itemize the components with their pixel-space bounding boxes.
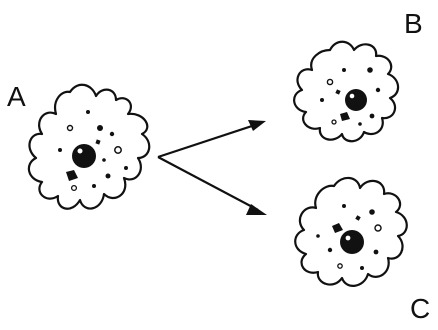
division-arrows — [157, 120, 267, 215]
cell-b-nucleus — [345, 89, 367, 111]
label-c: C — [410, 293, 431, 324]
cell-c-nucleus — [340, 230, 364, 254]
cell-a-membrane — [27, 83, 151, 210]
cell-c-membrane — [294, 176, 408, 287]
arrow-to-b — [157, 122, 259, 159]
cell-a — [27, 83, 151, 210]
cell-b — [293, 40, 400, 143]
arrow-to-c — [157, 156, 259, 211]
arrow-head-b — [248, 120, 266, 131]
cell-a-vacuole — [66, 170, 78, 181]
arrow-head-c — [246, 204, 267, 215]
cell-a-nucleus — [72, 144, 96, 168]
cell-b-membrane — [293, 40, 400, 143]
label-a: A — [7, 81, 26, 112]
cell-c — [294, 176, 408, 287]
label-b: B — [404, 8, 423, 39]
